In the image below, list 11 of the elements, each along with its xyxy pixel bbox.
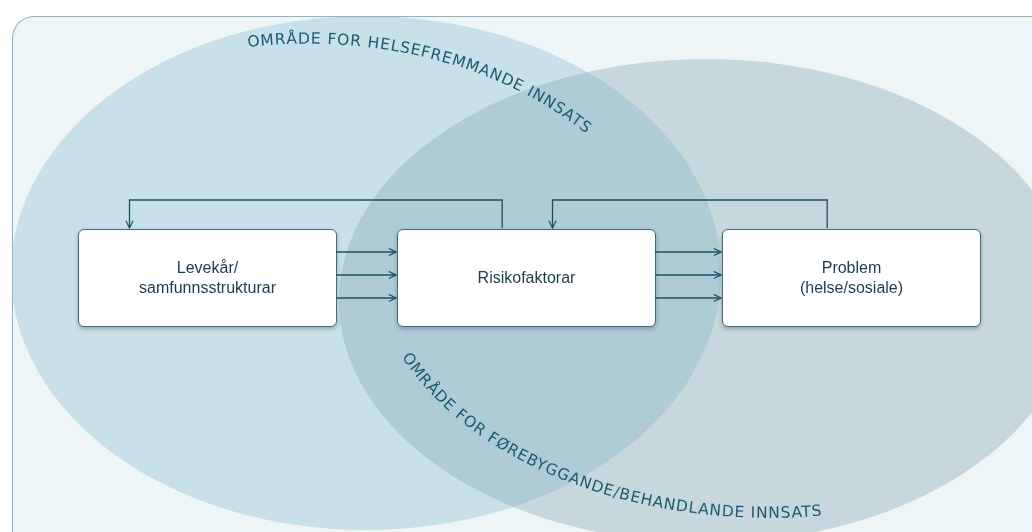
arrow bbox=[654, 293, 722, 303]
arrow bbox=[654, 270, 722, 280]
arrow bbox=[335, 270, 397, 280]
process-box: Risikofaktorar bbox=[397, 229, 656, 327]
arrow bbox=[548, 199, 828, 229]
arrow bbox=[335, 247, 397, 257]
arrow bbox=[654, 247, 722, 257]
arrow bbox=[125, 199, 503, 229]
arrow bbox=[335, 293, 397, 303]
process-box: Problem (helse/sosiale) bbox=[722, 229, 981, 327]
process-box: Levekår/ samfunnsstrukturar bbox=[78, 229, 337, 327]
